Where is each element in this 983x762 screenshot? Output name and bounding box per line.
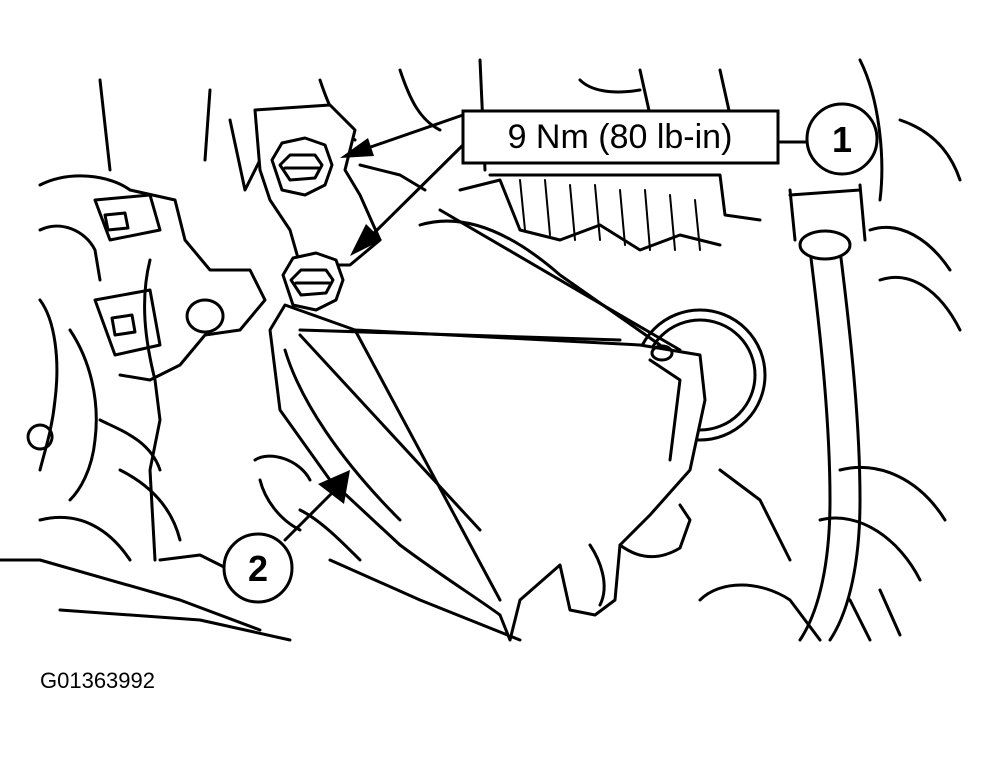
torque-spec-callout: 9 Nm (80 lb-in) bbox=[461, 109, 780, 165]
callout-circle-2: 2 bbox=[222, 532, 294, 604]
bolt-lower bbox=[281, 251, 345, 312]
callout-number-2: 2 bbox=[248, 548, 268, 589]
torque-spec-box bbox=[461, 109, 780, 165]
callout-1-leaders bbox=[340, 113, 808, 256]
figure-id: G01363992 bbox=[40, 668, 155, 693]
torque-spec-label: 9 Nm (80 lb-in) bbox=[508, 118, 733, 156]
callout-number-1: 1 bbox=[832, 119, 852, 160]
callout-circle-1: 1 bbox=[805, 102, 879, 176]
bolt-upper bbox=[270, 136, 334, 197]
callout-2-leader bbox=[283, 470, 350, 542]
heat-shield-bracket bbox=[268, 208, 707, 642]
